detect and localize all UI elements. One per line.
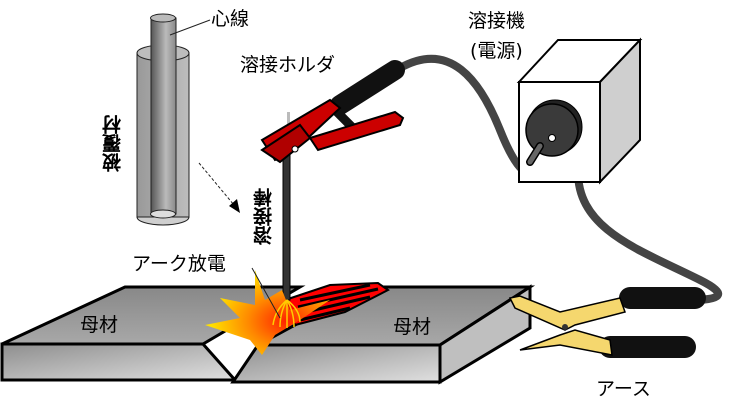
machine-power-label: (電源) <box>470 40 523 62</box>
electrode-label: 溶接棒 <box>253 188 275 245</box>
electrode-holder <box>260 60 405 164</box>
arc-flash <box>205 267 330 355</box>
coating-label: 被覆材 <box>102 115 124 172</box>
base-metal-left-label: 母材 <box>80 314 119 336</box>
welding-machine <box>516 37 643 185</box>
arc-label: アーク放電 <box>132 253 226 275</box>
base-metal-right <box>230 284 536 385</box>
ground-clamp <box>508 287 706 358</box>
weld-bead <box>283 281 390 327</box>
core-wire-label: 心線 <box>211 8 250 30</box>
holder-label: 溶接ホルダ <box>240 54 336 76</box>
ground-label: アース <box>596 378 651 400</box>
electrode-illustration <box>136 13 211 226</box>
ground-cable <box>574 168 723 304</box>
base-metal-right-label: 母材 <box>393 316 432 338</box>
pointer-arrow <box>198 162 240 213</box>
machine-label: 溶接機 <box>468 10 526 32</box>
